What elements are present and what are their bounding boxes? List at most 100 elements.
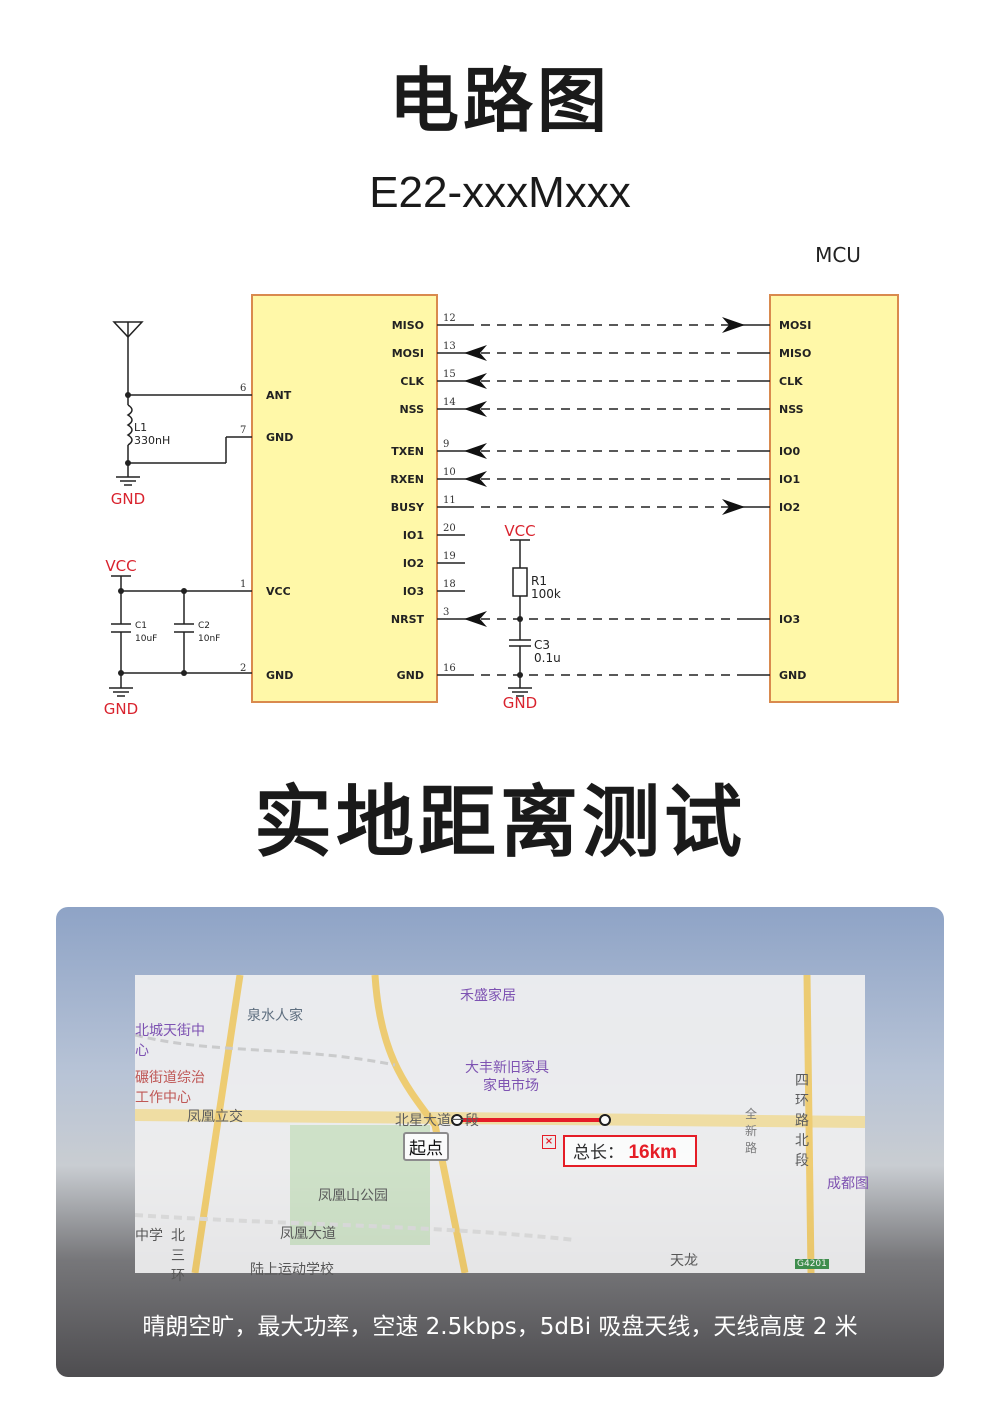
test-caption: 晴朗空旷，最大功率，空速 2.5kbps，5dBi 吸盘天线，天线高度 2 米 [142, 1314, 858, 1340]
mcu-box [769, 294, 899, 703]
module-pin-label: ANT [266, 389, 292, 402]
module-pin-label: CLK [400, 375, 424, 388]
pin-number: 9 [443, 439, 449, 450]
arrow-right-icon [722, 317, 745, 333]
module-pin-label: GND [266, 431, 293, 444]
mcu-pin-label: IO2 [779, 501, 800, 514]
inductor-value: 330nH [134, 434, 170, 447]
gnd-label: GND [111, 490, 145, 508]
circuit-schematic: MCUMISO12MOSIMOSI13MISOCLK15CLKNSS14NSST… [104, 243, 899, 718]
module-pin-label: IO1 [403, 529, 424, 542]
map-label: 北城天街中心 [135, 1023, 205, 1059]
pin-number: 20 [443, 523, 456, 534]
map-label: 家电市场 [483, 1078, 539, 1094]
map-label: 成都图 [827, 1176, 869, 1192]
map-label: 全新路 [745, 1107, 758, 1155]
arrow-left-icon [464, 471, 487, 487]
capacitor-value: 10nF [198, 634, 220, 644]
pin-number: 12 [443, 313, 456, 324]
module-pin-label: MISO [392, 319, 424, 332]
module-pin-label: IO3 [403, 585, 424, 598]
module-box [251, 294, 438, 703]
route-start-point [451, 1114, 463, 1126]
map-label: 天龙 [670, 1253, 698, 1269]
arrow-left-icon [464, 611, 487, 627]
map-label: 禾盛家居 [460, 988, 516, 1004]
circuit-title: 电路图 [389, 60, 611, 142]
total-value: 16km [628, 1142, 678, 1163]
junction-dot [517, 616, 523, 622]
mcu-pin-label: MISO [779, 347, 811, 360]
field-test-photo: 禾盛家居 泉水人家 北城天街中心 碾街道综治工作中心 大丰新旧家具 家电市场 凤… [56, 907, 944, 1377]
vcc-label: VCC [105, 557, 136, 575]
model-name: E22-xxxMxxx [369, 168, 631, 217]
pin-number: 13 [443, 341, 456, 352]
pin-number: 2 [240, 663, 246, 674]
capacitor-ref: C2 [198, 621, 210, 631]
inductor-icon [126, 404, 133, 446]
map-label: 四环路北段 [795, 1073, 809, 1169]
map-label: 陆上运动学校 [250, 1262, 334, 1278]
map-label: 碾街道综治工作中心 [135, 1070, 205, 1106]
module-pin-label: MOSI [392, 347, 424, 360]
map-label: 大丰新旧家具 [465, 1060, 549, 1076]
total-label: 总长： [573, 1143, 624, 1163]
arrow-right-icon [722, 499, 745, 515]
mcu-pin-label: MOSI [779, 319, 811, 332]
vcc-label: VCC [504, 522, 535, 540]
mcu-pin-label: CLK [779, 375, 803, 388]
route-end-point [599, 1114, 611, 1126]
mcu-pin-label: IO1 [779, 473, 800, 486]
map-label: 北星大道一段 [395, 1113, 479, 1129]
map-label: 泉水人家 [247, 1008, 303, 1024]
pin-number: 14 [443, 397, 456, 408]
field-test-title: 实地距离测试 [253, 778, 746, 868]
mcu-pin-label: NSS [779, 403, 804, 416]
pin-number: 6 [240, 383, 246, 394]
module-pin-label: BUSY [391, 501, 425, 514]
pin-number: 1 [240, 579, 246, 590]
module-pin-label: GND [397, 669, 424, 682]
arrow-left-icon [464, 345, 487, 361]
pin-number: 7 [240, 425, 246, 436]
arrow-left-icon [464, 443, 487, 459]
arrow-left-icon [464, 401, 487, 417]
capacitor-gap [174, 624, 194, 632]
map-label: 凤凰立交 [187, 1109, 243, 1125]
mcu-label: MCU [815, 243, 861, 267]
module-pin-label: VCC [266, 585, 291, 598]
pin-number: 19 [443, 551, 456, 562]
gnd-label: GND [503, 694, 537, 712]
capacitor-ref: C3 [534, 638, 550, 652]
gnd-label: GND [104, 700, 138, 718]
resistor-ref: R1 [531, 574, 547, 588]
resistor-value: 100k [531, 587, 561, 601]
module-pin-label: NSS [399, 403, 424, 416]
inductor-ref: L1 [134, 421, 147, 434]
module-pin-label: RXEN [390, 473, 424, 486]
module-pin-label: NRST [391, 613, 425, 626]
pin-number: 3 [443, 607, 449, 618]
close-icon[interactable]: × [542, 1135, 556, 1149]
mcu-pin-label: IO3 [779, 613, 800, 626]
capacitor-value: 0.1u [534, 651, 561, 665]
map-label: 凤凰山公园 [318, 1188, 388, 1204]
junction-dot [517, 672, 523, 678]
resistor-icon [512, 567, 528, 597]
pin-number: 11 [443, 495, 456, 506]
highway-badge: G4201 [795, 1259, 829, 1269]
pin-number: 16 [443, 663, 456, 674]
capacitor-value: 10uF [135, 634, 157, 644]
capacitor-gap [111, 624, 131, 632]
module-pin-label: TXEN [391, 445, 424, 458]
module-pin-label: GND [266, 669, 293, 682]
pin-number: 18 [443, 579, 456, 590]
junction-dot [118, 588, 124, 594]
mcu-pin-label: GND [779, 669, 806, 682]
junction-dot [125, 460, 131, 466]
mcu-pin-label: IO0 [779, 445, 800, 458]
pin-number: 15 [443, 369, 456, 380]
start-label: 起点 [403, 1132, 449, 1161]
total-distance-box: 总长： 16km [563, 1135, 697, 1167]
map-label: 中学 [135, 1228, 163, 1244]
